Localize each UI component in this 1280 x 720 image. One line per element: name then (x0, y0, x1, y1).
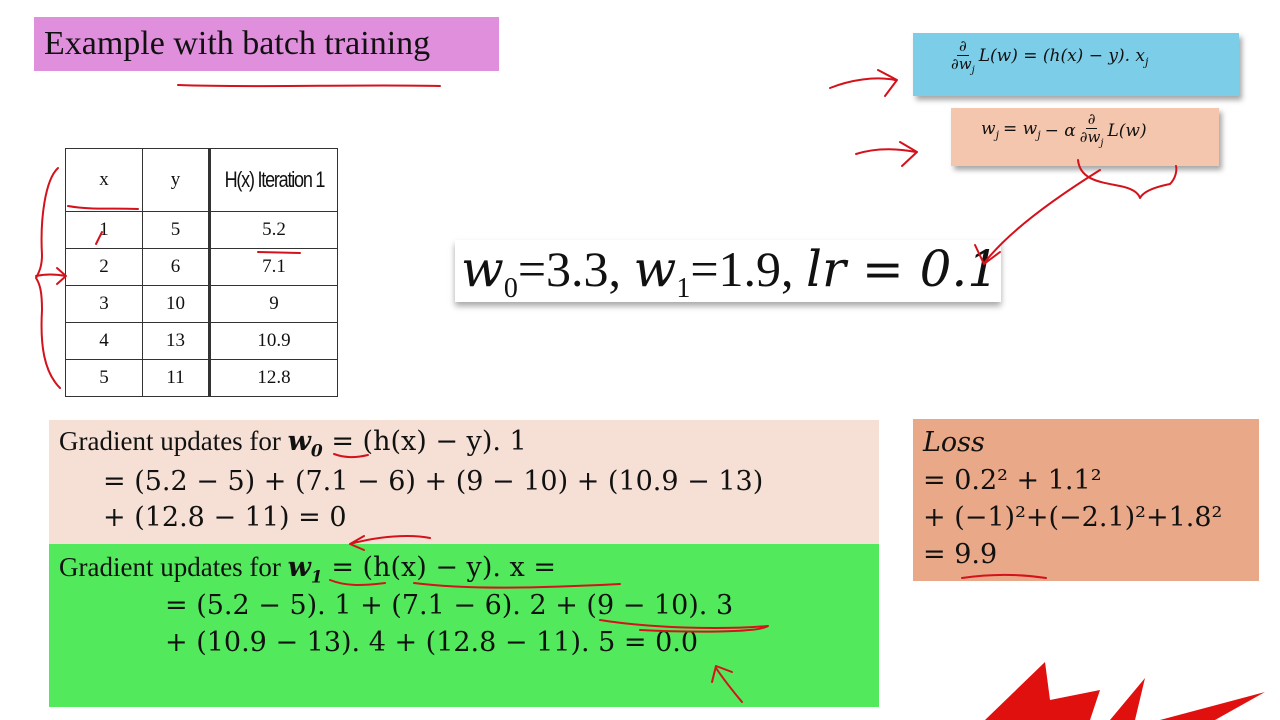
gradient-formula: ∂ ∂wj L(w) = (h(x) − y). xj (951, 37, 1149, 76)
gradient-w0-heading: Gradient updates for w0 = (h(x) − y). 1 (59, 426, 527, 462)
gradient-w1-line-2: = (5.2 − 5). 1 + (7.1 − 6). 2 + (9 − 10)… (165, 590, 734, 621)
data-table: x y H(x) Iteration 1 1 5 5.2 2 6 7.1 3 1… (65, 148, 338, 397)
slide-title: Example with batch training (44, 25, 431, 62)
update-rule-formula: wj = wj − α ∂ ∂wj L(w) (981, 110, 1147, 149)
loss-line-2: + (−1)²+(−2.1)²+1.8² (923, 502, 1223, 533)
value-underline (257, 251, 301, 254)
gradient-w1-box: Gradient updates for w1 = (h(x) − y). x … (49, 544, 879, 707)
update-rule-box: wj = wj − α ∂ ∂wj L(w) (951, 108, 1219, 166)
gradient-formula-box: ∂ ∂wj L(w) = (h(x) − y). xj (913, 33, 1239, 96)
loss-line-1: = 0.2² + 1.1² (923, 465, 1102, 496)
table-row: 5 11 12.8 (65, 359, 338, 397)
loss-underline (961, 574, 1047, 579)
gradient-w0-line-3: + (12.8 − 11) = 0 (103, 502, 347, 533)
loss-line-3: = 9.9 (923, 539, 998, 570)
table-header-row: x y H(x) Iteration 1 (65, 148, 338, 212)
gradient-w1-heading: Gradient updates for w1 = (h(x) − y). x … (59, 552, 556, 588)
w1-underline (329, 579, 386, 586)
parameters-box: w0=3.3, w1=1.9, lr = 0.1 (455, 240, 1001, 304)
w0-result-arrow (349, 535, 431, 551)
gradient-w0-line-2: = (5.2 − 5) + (7.1 − 6) + (9 − 10) + (10… (103, 466, 764, 497)
brace-under-update (1077, 159, 1178, 199)
header-x: x (65, 148, 143, 212)
arrow-to-lr (974, 169, 1101, 265)
term-underline (599, 619, 769, 633)
gradient-w1-line-3: + (10.9 − 13). 4 + (12.8 − 11). 5 = 0.0 (165, 627, 699, 658)
arrow-to-update-formula (855, 141, 918, 167)
table-row: 3 10 9 (65, 285, 338, 323)
partial-fraction: ∂ ∂wj (1079, 110, 1104, 149)
red-burst-shapes (985, 662, 1265, 720)
loss-label: Loss (923, 427, 985, 458)
partial-fraction: ∂ ∂wj (951, 37, 975, 76)
header-y: y (142, 148, 210, 212)
x-header-underline (67, 205, 139, 210)
table-row: 2 6 7.1 (65, 248, 338, 286)
w0-underline (333, 453, 369, 459)
w1-result-arrow (711, 665, 743, 703)
title-underline (177, 84, 441, 88)
formula-underline (413, 582, 621, 589)
arrow-to-gradient-formula (829, 69, 898, 97)
parameters-line: w0=3.3, w1=1.9, lr = 0.1 (461, 240, 1000, 304)
title-banner: Example with batch training (34, 17, 499, 71)
header-hx: H(x) Iteration 1 (219, 148, 327, 212)
table-row: 1 5 5.2 (65, 211, 338, 249)
tick-mark (95, 231, 103, 245)
table-brace (35, 167, 61, 389)
brace-arrow (35, 267, 67, 285)
gradient-w0-box: Gradient updates for w0 = (h(x) − y). 1 … (49, 420, 879, 544)
loss-box: Loss = 0.2² + 1.1² + (−1)²+(−2.1)²+1.8² … (913, 419, 1259, 581)
